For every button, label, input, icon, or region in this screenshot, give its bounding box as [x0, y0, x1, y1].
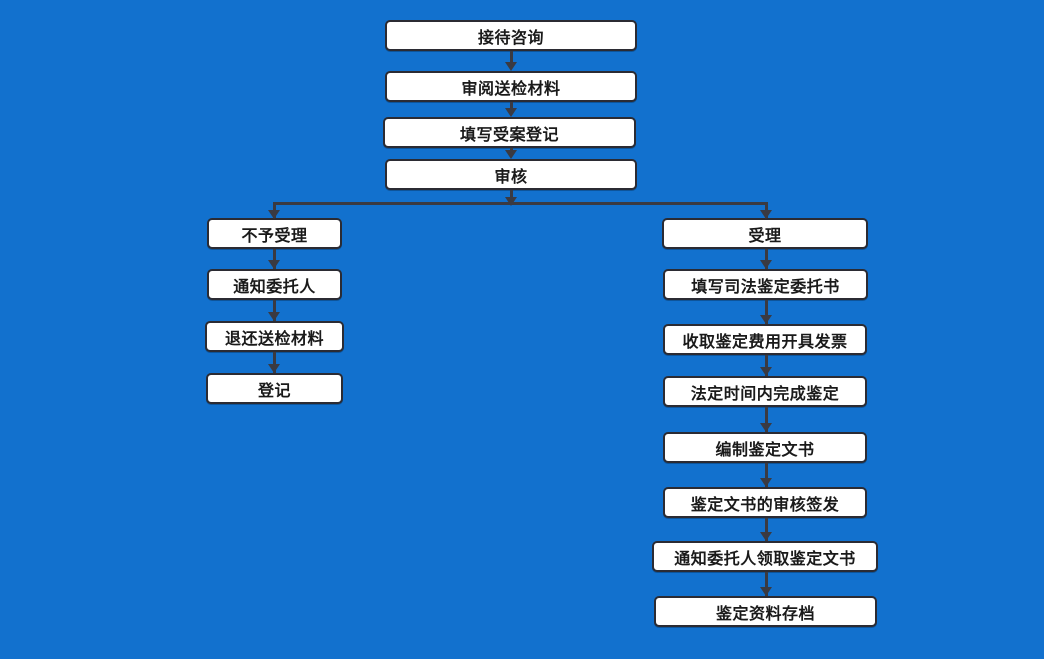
node-label: 鉴定资料存档: [715, 603, 815, 623]
node-review-sign[interactable]: 鉴定文书的审核签发: [663, 487, 867, 518]
node-label: 法定时间内完成鉴定: [690, 383, 840, 403]
node-label: 退还送检材料: [224, 328, 324, 348]
node-label: 受理: [748, 225, 782, 245]
node-label: 填写受案登记: [459, 124, 559, 144]
node-label: 收取鉴定费用开具发票: [682, 331, 848, 351]
node-label: 填写司法鉴定委托书: [691, 276, 840, 296]
node-label: 登记: [257, 380, 291, 400]
node-reject[interactable]: 不予受理: [207, 218, 342, 249]
node-register-case[interactable]: 填写受案登记: [383, 117, 636, 148]
node-label: 鉴定文书的审核签发: [690, 494, 840, 514]
branch-connector-bar: [273, 202, 767, 205]
node-complete-in-time[interactable]: 法定时间内完成鉴定: [663, 376, 867, 407]
node-intake[interactable]: 接待咨询: [385, 20, 637, 51]
node-notify-client[interactable]: 通知委托人: [207, 269, 342, 300]
node-label: 通知委托人: [233, 276, 316, 296]
node-label: 接待咨询: [477, 27, 544, 47]
node-label: 编制鉴定文书: [715, 439, 815, 459]
node-label: 审核: [494, 166, 528, 186]
node-fill-entrust[interactable]: 填写司法鉴定委托书: [663, 269, 868, 300]
node-label: 通知委托人领取鉴定文书: [674, 548, 856, 568]
node-label: 不予受理: [241, 225, 308, 245]
node-review-materials[interactable]: 审阅送检材料: [385, 71, 637, 102]
node-accept[interactable]: 受理: [662, 218, 868, 249]
node-collect-fee[interactable]: 收取鉴定费用开具发票: [663, 324, 867, 355]
node-record[interactable]: 登记: [206, 373, 343, 404]
node-examine[interactable]: 审核: [385, 159, 637, 190]
node-notify-pickup[interactable]: 通知委托人领取鉴定文书: [652, 541, 878, 572]
node-return-materials[interactable]: 退还送检材料: [205, 321, 344, 352]
node-archive[interactable]: 鉴定资料存档: [654, 596, 877, 627]
node-draft-document[interactable]: 编制鉴定文书: [663, 432, 867, 463]
node-label: 审阅送检材料: [461, 78, 561, 98]
